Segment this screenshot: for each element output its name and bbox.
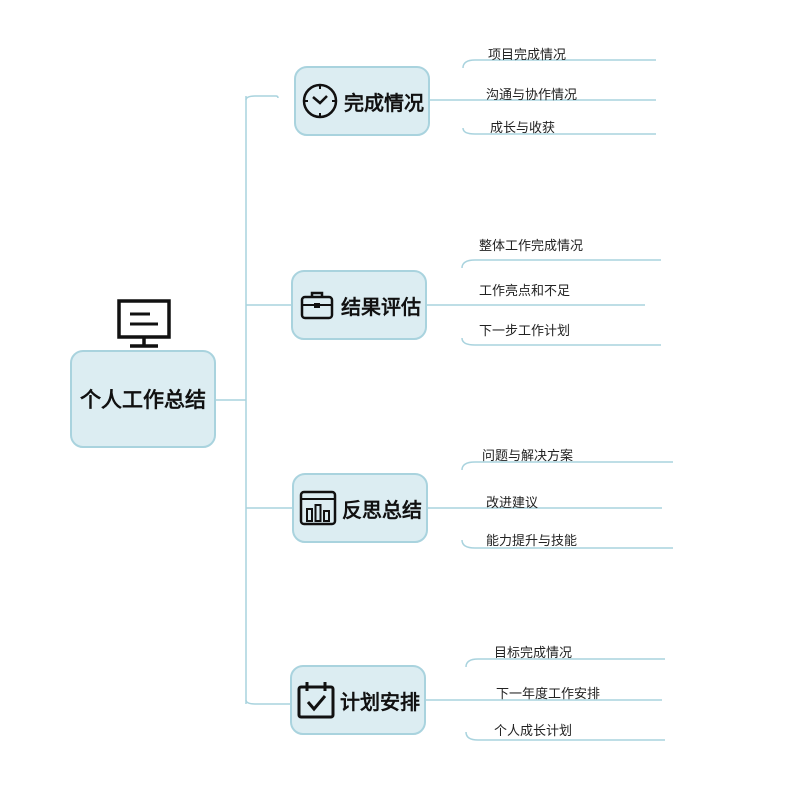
branch-evaluation[interactable]: 结果评估 xyxy=(291,270,427,340)
leaf-item[interactable]: 个人成长计划 xyxy=(494,724,573,739)
bar-chart-icon xyxy=(299,490,337,526)
leaf-item[interactable]: 成长与收获 xyxy=(490,121,556,136)
leaf-item[interactable]: 问题与解决方案 xyxy=(482,449,574,464)
leaf-item[interactable]: 项目完成情况 xyxy=(488,48,567,63)
leaf-item[interactable]: 工作亮点和不足 xyxy=(479,284,571,299)
branch-reflection[interactable]: 反思总结 xyxy=(292,473,428,543)
leaf-item[interactable]: 整体工作完成情况 xyxy=(479,239,584,254)
leaf-item[interactable]: 改进建议 xyxy=(486,496,539,511)
branch-label: 结果评估 xyxy=(341,294,421,319)
monitor-icon xyxy=(117,299,171,348)
branch-completion[interactable]: 完成情况 xyxy=(294,66,430,136)
leaf-item[interactable]: 沟通与协作情况 xyxy=(486,88,578,103)
leaf-item[interactable]: 能力提升与技能 xyxy=(486,534,578,549)
clock-icon xyxy=(302,83,338,119)
leaf-item[interactable]: 目标完成情况 xyxy=(494,646,573,661)
branch-plan[interactable]: 计划安排 xyxy=(290,665,426,735)
branch-label: 完成情况 xyxy=(344,90,424,115)
calendar-check-icon xyxy=(297,682,335,719)
briefcase-icon xyxy=(300,291,334,320)
branch-label: 反思总结 xyxy=(342,497,422,522)
leaf-item[interactable]: 下一年度工作安排 xyxy=(496,687,601,702)
branch-label: 计划安排 xyxy=(340,689,420,714)
root-label: 个人工作总结 xyxy=(80,388,206,412)
leaf-item[interactable]: 下一步工作计划 xyxy=(479,324,571,339)
root-node[interactable]: 个人工作总结 xyxy=(70,350,216,448)
